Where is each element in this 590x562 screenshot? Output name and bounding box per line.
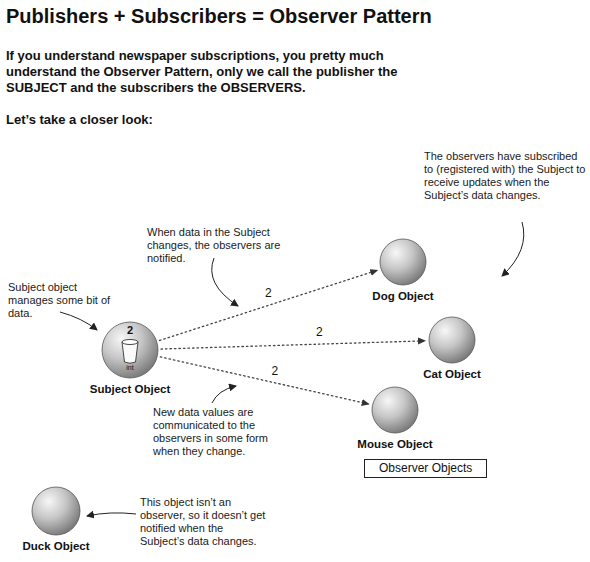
cup-body: [122, 342, 138, 363]
leader-line: [212, 386, 236, 403]
object-label: Mouse Object: [357, 437, 432, 451]
observer-region: Observer ObjectsDog ObjectCat ObjectMous…: [318, 208, 586, 498]
object-label: Subject Object: [90, 382, 171, 396]
ball-shape: [31, 486, 81, 536]
intro-paragraph: If you understand newspaper subscription…: [6, 48, 456, 96]
callout-note: The observers have subscribed to (regist…: [424, 150, 586, 202]
cup-rim: [122, 340, 138, 345]
sphere: [32, 487, 80, 535]
leader-line: [212, 258, 238, 306]
type-label: int: [126, 364, 133, 372]
callout-note: This object isn’t an observer, so it doe…: [140, 496, 268, 548]
region-blob: [322, 216, 581, 497]
object-ball: Dog Object: [379, 238, 427, 286]
sphere: [372, 387, 418, 433]
sphere: [102, 322, 158, 378]
object-ball: Mouse Object: [371, 386, 419, 434]
page-title: Publishers + Subscribers = Observer Patt…: [6, 4, 432, 28]
edge-label: 2: [314, 325, 325, 339]
sphere: [429, 317, 475, 363]
object-ball: Cat Object: [428, 316, 476, 364]
ball-shape: [371, 386, 419, 434]
lead-in: Let’s take a closer look:: [6, 112, 306, 128]
leader-line: [87, 513, 136, 516]
object-label: Dog Object: [372, 289, 433, 303]
callout-note: Subject object manages some bit of data.: [8, 281, 112, 320]
object-ball: Duck Object: [31, 486, 81, 536]
edge-label: 2: [263, 286, 274, 300]
subject-object: 2intSubject Object: [101, 321, 159, 379]
object-label: Duck Object: [22, 539, 89, 553]
edge-label: 2: [270, 364, 281, 378]
callout-note: When data in the Subject changes, the ob…: [147, 226, 307, 265]
dotted-connector: [161, 341, 425, 349]
region-label-box: Observer Objects: [364, 459, 487, 478]
leader-line: [502, 222, 524, 276]
data-value: 2: [127, 324, 133, 337]
ball-shape: [379, 238, 427, 286]
dotted-connector: [160, 357, 368, 404]
callout-note: New data values are communicated to the …: [153, 406, 271, 458]
dotted-connector: [160, 270, 378, 340]
object-label: Cat Object: [423, 367, 481, 381]
leader-line: [60, 312, 97, 330]
ball-shape: [428, 316, 476, 364]
sphere: [380, 239, 426, 285]
